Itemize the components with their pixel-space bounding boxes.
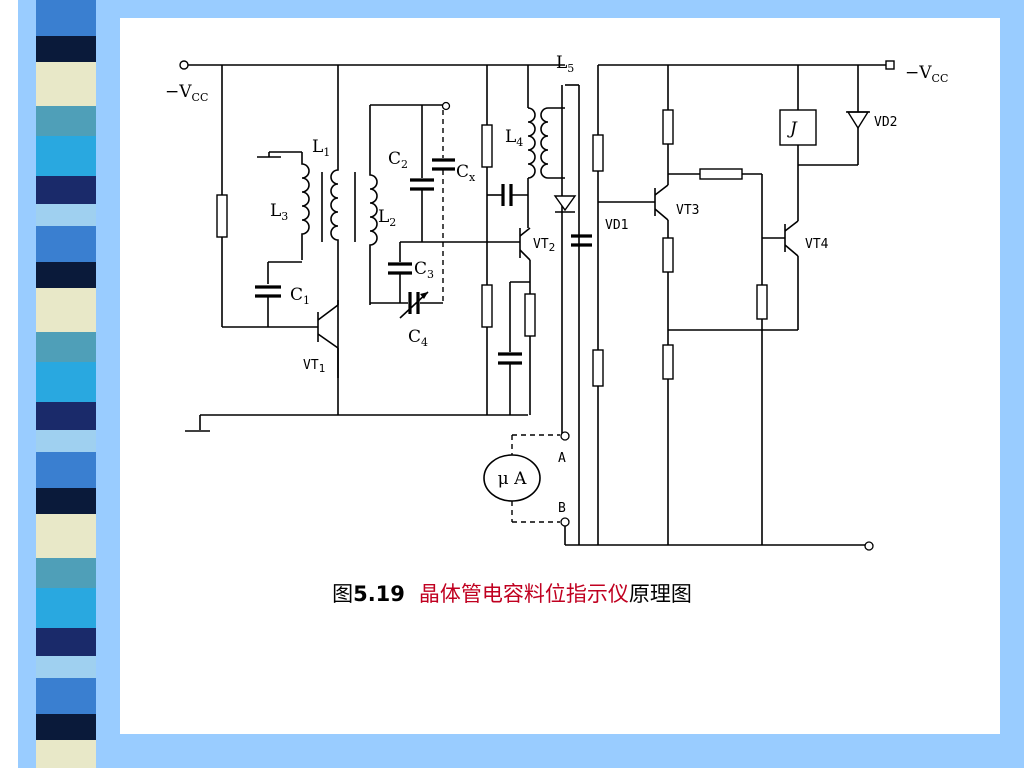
resistor-r11 [756, 284, 768, 320]
strip-block [36, 204, 96, 226]
label-cx: Cx [456, 162, 476, 184]
strip-block [36, 262, 96, 288]
strip-block [36, 588, 96, 628]
component-labels: L1 L2 L3 L4 L5 C1 C2 C3 C4 Cx VT1 VT2 VT… [270, 53, 897, 375]
strip-block [36, 656, 96, 678]
strip-block [36, 678, 96, 714]
label-c2: C2 [388, 149, 408, 171]
strip-block [36, 176, 96, 204]
strip-block [36, 488, 96, 514]
strip-block [36, 514, 96, 558]
caption-prefix: 图 [332, 582, 354, 606]
slide-panel [120, 18, 1000, 734]
inductor-l3 [301, 152, 310, 260]
microammeter [483, 431, 570, 545]
caption-suffix: 原理图 [628, 582, 692, 606]
label-c3: C3 [414, 259, 434, 281]
inductor-l4 [527, 107, 536, 179]
strip-block [36, 136, 96, 176]
vcc-label-right: −VCC [905, 63, 948, 85]
vcc-label-left: −VCC [165, 82, 208, 104]
strip-block [36, 714, 96, 740]
resistor-r3 [481, 284, 493, 328]
terminal-a-label: A [558, 451, 566, 466]
label-relay: J [787, 119, 798, 139]
label-vd2: VD2 [874, 115, 897, 130]
inductor-l2 [369, 105, 378, 305]
label-vt2: VT2 [533, 237, 555, 254]
l2-tank [369, 101, 520, 319]
strip-block [36, 452, 96, 488]
figure-caption: 图5.19 晶体管电容料位指示仪原理图 [0, 578, 1024, 608]
resistor-r5 [592, 134, 604, 172]
resistor-r4 [524, 293, 536, 337]
meter-label: μ A [498, 469, 527, 489]
vt1-stage [185, 65, 528, 432]
label-c4: C4 [408, 327, 428, 349]
strip-block [36, 362, 96, 402]
label-vt4: VT4 [805, 237, 829, 252]
strip-block [36, 558, 96, 588]
strip-block [36, 288, 96, 332]
caption-number: 5.19 [353, 582, 405, 606]
top-rail [179, 60, 895, 70]
diode-vd1 [553, 195, 577, 212]
decorative-strip [0, 0, 120, 768]
strip-block [36, 740, 96, 768]
terminal-b-label: B [558, 501, 566, 516]
label-l5: L5 [556, 53, 574, 75]
label-vd1: VD1 [605, 218, 628, 233]
diode-vd2 [846, 111, 870, 130]
relay-j [779, 109, 817, 146]
resistor-r9 [662, 237, 674, 273]
resistor-r7 [662, 109, 674, 145]
label-l1: L1 [312, 137, 330, 159]
resistor-r1 [216, 194, 228, 238]
inductor-l1 [330, 65, 339, 378]
strip-block [36, 430, 96, 452]
label-vt3: VT3 [676, 203, 699, 218]
strip-block [36, 0, 96, 36]
strip-block [36, 106, 96, 136]
caption-highlight: 晶体管电容料位指示仪 [418, 582, 629, 606]
output-stage [565, 65, 874, 551]
label-c1: C1 [290, 285, 310, 307]
strip-block [36, 62, 96, 106]
resistor-r8 [699, 168, 743, 180]
resistor-r10 [662, 344, 674, 380]
label-vt1: VT1 [303, 358, 325, 375]
label-l4: L4 [505, 127, 523, 149]
strip-block [36, 628, 96, 656]
strip-block [36, 36, 96, 62]
inductor-l5 [540, 107, 549, 179]
resistor-r6 [592, 349, 604, 387]
strip-block [36, 402, 96, 430]
strip-block [36, 226, 96, 262]
strip-block [36, 332, 96, 362]
vt2-stage [481, 65, 592, 545]
label-l3: L3 [270, 201, 288, 223]
label-l2: L2 [378, 207, 396, 229]
resistor-r2 [481, 124, 493, 168]
